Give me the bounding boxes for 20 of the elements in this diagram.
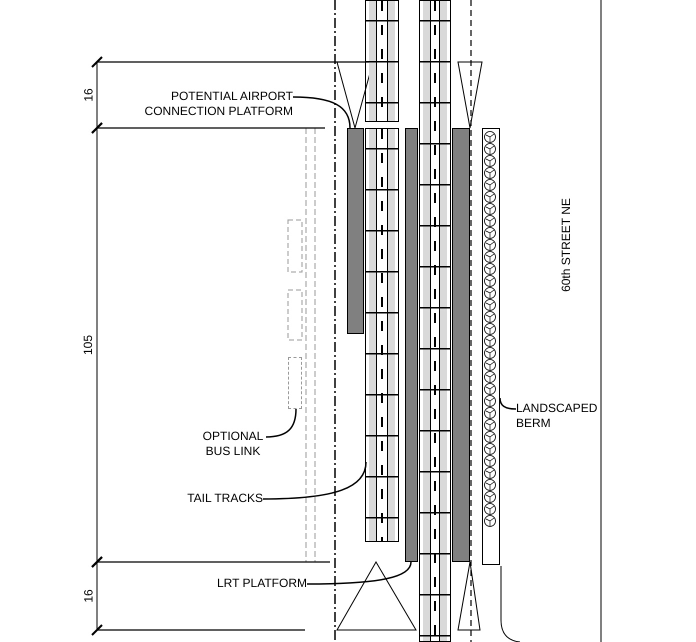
callout-text: TAIL TRACKS [185, 491, 263, 507]
callout-text: LRT PLATFORM [212, 576, 307, 592]
dimension-text: 16 [81, 88, 96, 102]
street-name: 60th STREET NE [558, 198, 573, 292]
leader-line [307, 562, 412, 585]
bus-link-outline [288, 357, 302, 409]
dimension-text: 105 [81, 334, 96, 356]
leader-line [266, 408, 297, 438]
callout-text: POTENTIAL AIRPORT CONNECTION PLATFORM [140, 89, 293, 119]
callout-text: LANDSCAPED BERM [516, 401, 596, 433]
leader-line [499, 398, 516, 410]
dimension-text: 16 [81, 589, 96, 603]
platform-bar [452, 128, 470, 562]
airport-platform [347, 128, 364, 334]
callout-text: OPTIONAL BUS LINK [200, 429, 266, 461]
landscaped-berm [482, 128, 500, 565]
tail-track [365, 128, 399, 542]
lrt-platform [405, 128, 418, 562]
leader-line [262, 462, 367, 500]
leader-line [292, 96, 351, 128]
